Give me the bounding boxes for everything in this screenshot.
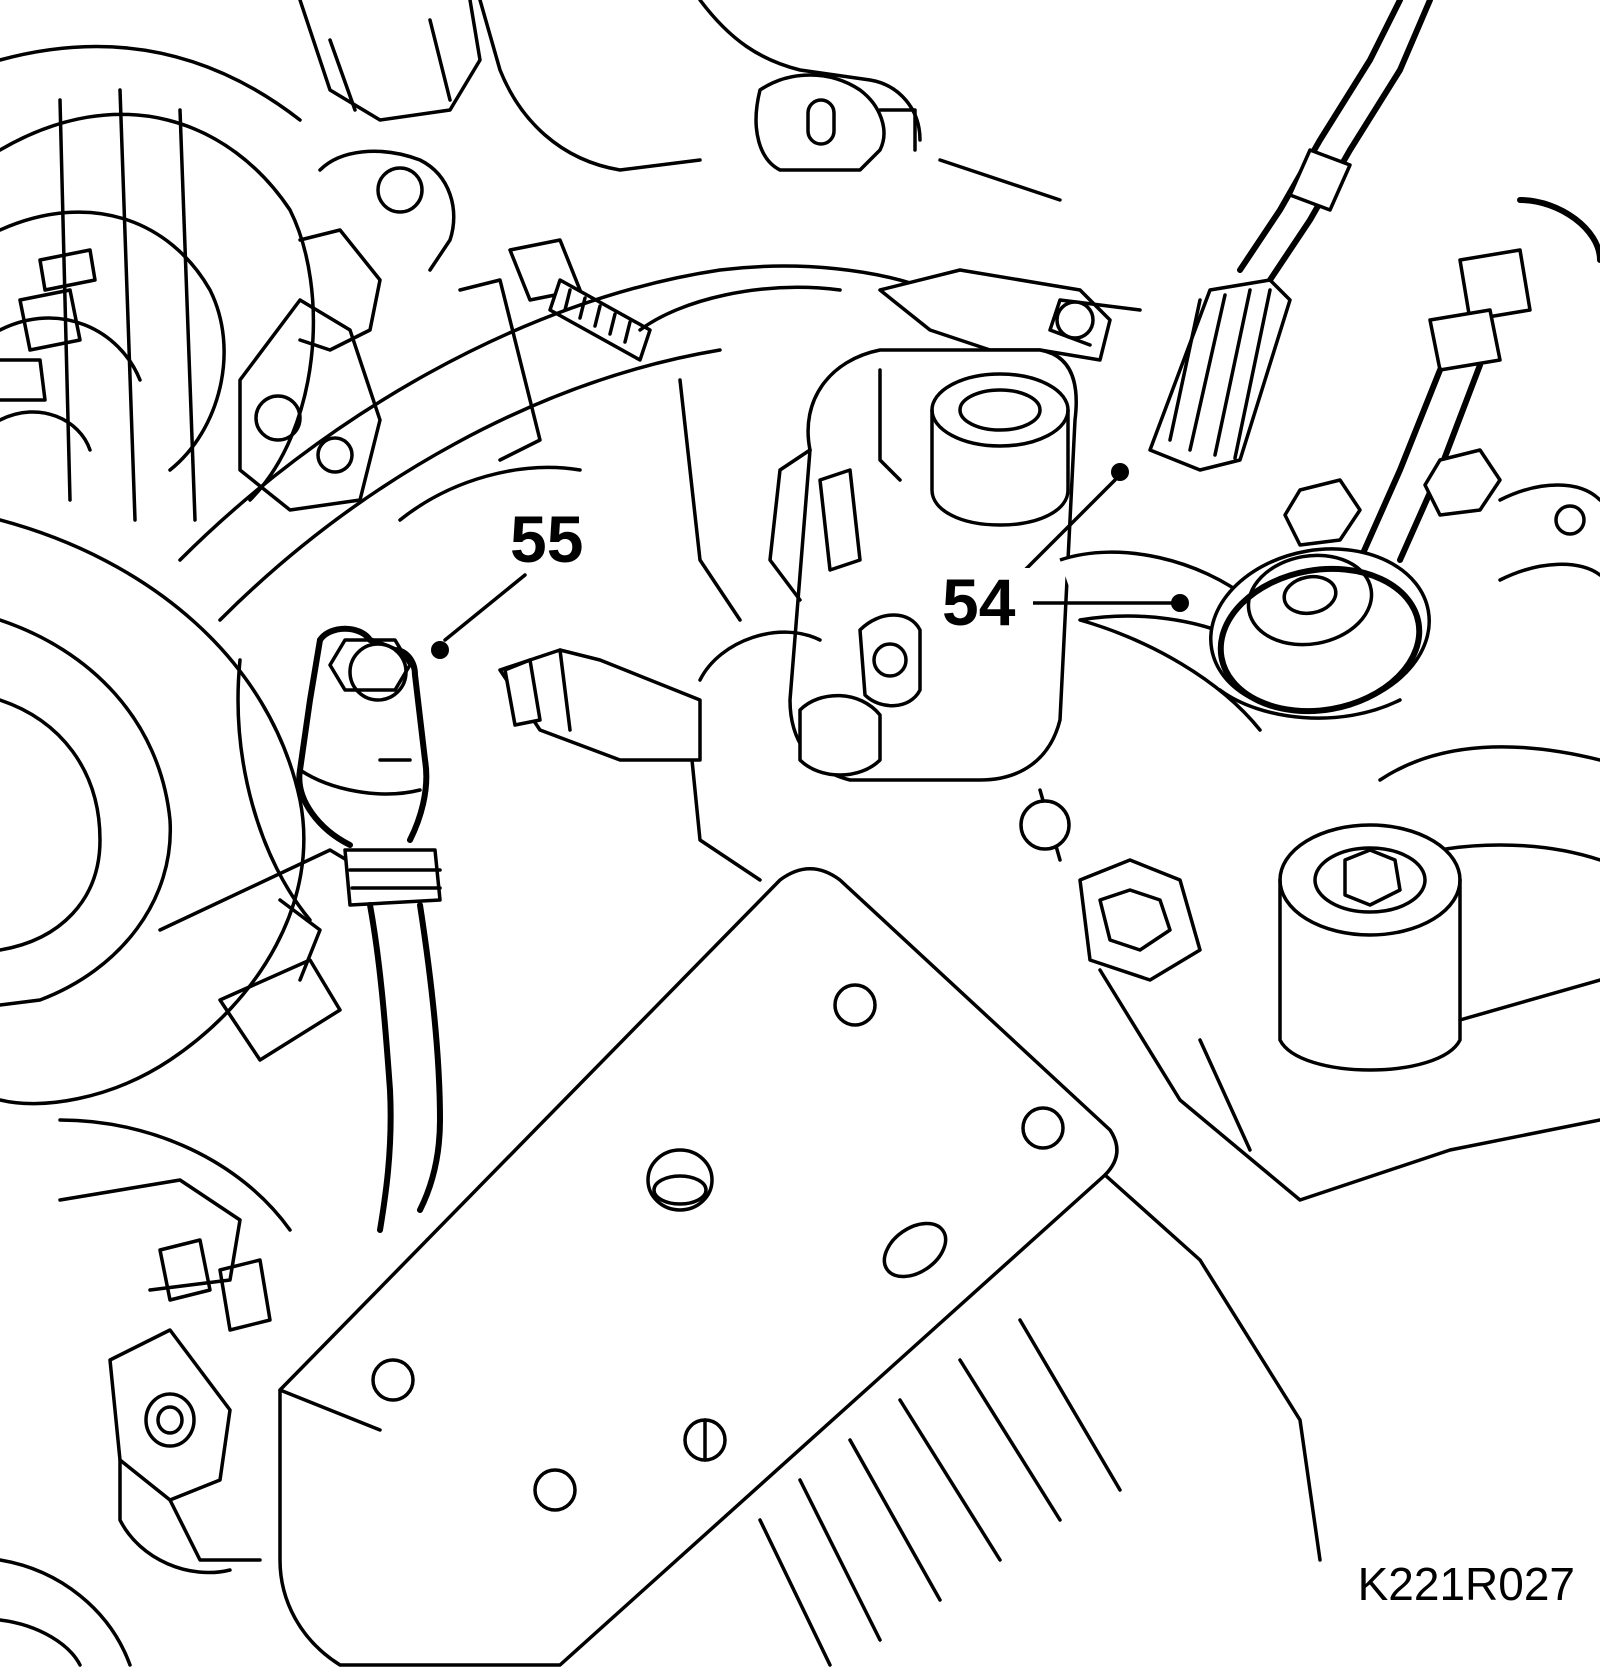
figure-reference-code: K221R027 <box>1358 1558 1575 1610</box>
sensor-55-assembly <box>296 625 443 1233</box>
callout-55-dot <box>431 641 449 659</box>
actuator-54-housing <box>688 268 1262 882</box>
transmission-casing <box>158 264 932 1062</box>
callout-54-label: 54 <box>942 565 1016 639</box>
mounting-plate <box>278 867 1322 1667</box>
pulley-assembly <box>0 44 316 1106</box>
callout-55-leader <box>431 573 527 659</box>
callout-54-leader <box>1023 463 1189 612</box>
top-mount <box>478 0 1062 202</box>
callout-54-dot-right <box>1171 594 1189 612</box>
shift-cable-54 <box>1048 0 1433 472</box>
upper-bracket <box>238 0 482 512</box>
callout-54-dot-upper <box>1111 463 1129 481</box>
lower-left-bracket <box>0 1118 292 1667</box>
connector-plug <box>498 648 702 762</box>
callout-55-label: 55 <box>510 502 583 576</box>
shift-cable-round-end <box>1209 197 1600 720</box>
stud-bolt <box>458 238 652 462</box>
lower-right-mounts <box>1078 823 1600 1202</box>
